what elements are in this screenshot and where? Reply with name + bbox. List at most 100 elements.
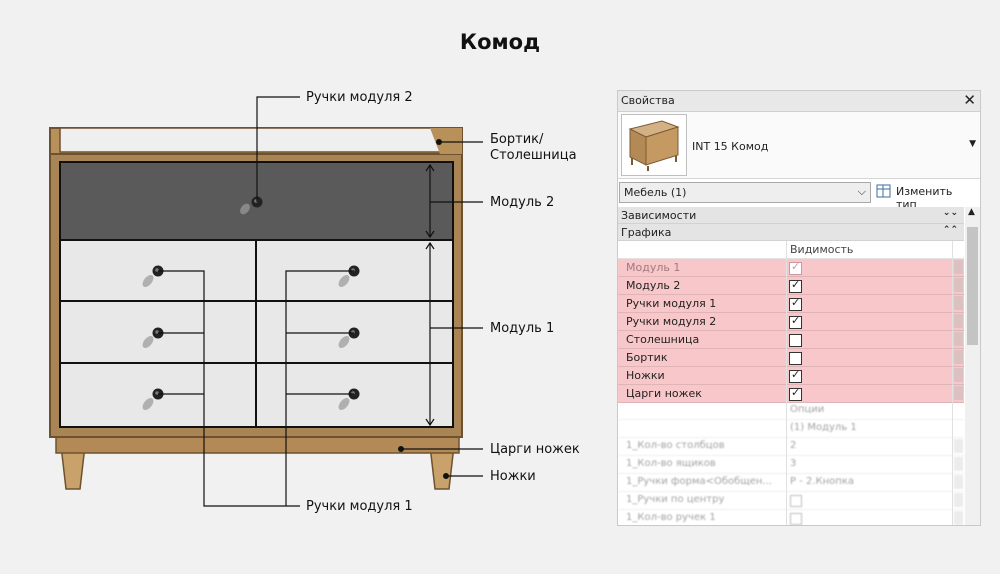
parameter-checkbox[interactable] — [790, 495, 802, 507]
chevron-down-icon: ⌵ — [857, 185, 866, 198]
check-icon: ✓ — [791, 314, 801, 327]
table-row: Ножки ✓ — [618, 367, 964, 385]
parameter-name: 1_Ручки по центру — [626, 494, 725, 505]
parameter-name: 1_Ручки форма<Обобщен... — [626, 476, 772, 487]
parameter-button[interactable] — [954, 439, 963, 453]
section-graphics[interactable]: Графика ⌃⌃ — [618, 224, 964, 241]
check-icon: ✓ — [791, 386, 801, 399]
parameter-value: 3 — [790, 458, 797, 469]
parameter-name: Модуль 2 — [626, 279, 681, 292]
table-row: 1_Кол-во ручек 1 — [618, 510, 964, 525]
parameter-button[interactable] — [954, 350, 963, 364]
scroll-up-icon[interactable]: ▲ — [968, 207, 975, 217]
column-header-label: Видимость — [790, 243, 854, 256]
column-header: Видимость — [618, 241, 964, 259]
drawer — [59, 239, 257, 302]
parameter-name: Бортик — [626, 351, 668, 364]
table-row: (1) Модуль 1 — [618, 420, 964, 438]
expand-icon[interactable]: ⌄⌄ — [942, 208, 958, 218]
label-dots — [398, 139, 449, 479]
table-row: Царги ножек ✓ — [618, 385, 964, 403]
scrollbar-thumb[interactable] — [967, 227, 978, 345]
visibility-checkbox[interactable]: ✓ — [789, 386, 802, 401]
parameter-value: Опции — [790, 404, 825, 415]
label-legs: Ножки — [490, 469, 536, 484]
label-handles-module-2: Ручки модуля 2 — [306, 90, 413, 105]
parameter-button[interactable] — [954, 511, 963, 525]
edit-type-icon — [876, 184, 891, 198]
parameter-button[interactable] — [954, 457, 963, 471]
collapse-icon[interactable]: ⌃⌃ — [942, 225, 958, 235]
parameter-name: Царги ножек — [626, 387, 702, 400]
visibility-checkbox[interactable]: ✓ — [789, 278, 802, 293]
parameter-value: Р - 2.Кнопка — [790, 476, 854, 487]
table-row: 1_Ручки по центру — [618, 492, 964, 510]
section-graphics-label: Графика — [621, 226, 672, 239]
parameter-button[interactable] — [954, 368, 963, 382]
leader-lines — [158, 96, 483, 507]
dropdown-arrow-icon[interactable]: ▼ — [969, 139, 976, 149]
visibility-checkbox[interactable] — [789, 352, 802, 365]
parameter-button[interactable] — [954, 296, 963, 310]
visibility-checkbox[interactable]: ✓ — [789, 314, 802, 329]
type-name: INT 15 Комод — [692, 140, 769, 153]
parameter-name: Ручки модуля 2 — [626, 315, 717, 328]
label-leg-rails: Царги ножек — [490, 442, 580, 457]
table-row: 1_Ручки форма<Обобщен... Р - 2.Кнопка — [618, 474, 964, 492]
label-rim-line2: Столешница — [490, 148, 577, 163]
parameter-value: (1) Модуль 1 — [790, 422, 857, 433]
check-icon: ✓ — [791, 278, 801, 291]
parameter-name: Ножки — [626, 369, 665, 382]
close-icon[interactable]: ✕ — [963, 91, 976, 109]
category-select[interactable]: Мебель (1) ⌵ — [619, 182, 871, 203]
scrollbar[interactable]: ▲ — [965, 207, 980, 525]
edit-type-button[interactable]: Изменить тип — [876, 182, 976, 211]
table-row: Опции — [618, 402, 964, 420]
panel-header: Свойства ✕ — [618, 91, 980, 112]
visibility-checkbox[interactable]: ✓ — [789, 296, 802, 311]
table-row: Модуль 2 ✓ — [618, 277, 964, 295]
page-title: Комод — [459, 30, 541, 54]
label-module-1: Модуль 1 — [490, 321, 555, 336]
parameter-name: 1_Кол-во столбцов — [626, 440, 725, 451]
visibility-checkbox[interactable]: ✓ — [789, 260, 802, 275]
parameter-name: 1_Кол-во ручек 1 — [626, 512, 716, 523]
visibility-checkbox[interactable]: ✓ — [789, 368, 802, 383]
table-row: 1_Кол-во столбцов 2 — [618, 438, 964, 456]
parameter-name: 1_Кол-во ящиков — [626, 458, 716, 469]
table-row: Модуль 1 ✓ — [618, 259, 964, 277]
visibility-checkbox[interactable] — [789, 334, 802, 347]
column-divider — [952, 241, 953, 525]
category-select-value: Мебель (1) — [624, 186, 687, 199]
label-rim-line1: Бортик/ — [490, 132, 544, 147]
column-divider — [786, 241, 787, 525]
table-row: Ручки модуля 2 ✓ — [618, 313, 964, 331]
parameter-button[interactable] — [954, 475, 963, 489]
parameter-name: Модуль 1 — [626, 261, 681, 274]
parameter-button[interactable] — [954, 332, 963, 346]
dresser-thumbnail-icon — [621, 114, 687, 176]
panel-title: Свойства — [621, 94, 675, 107]
parameter-button[interactable] — [954, 493, 963, 507]
parameter-checkbox[interactable] — [790, 513, 802, 525]
parameter-button[interactable] — [954, 260, 963, 274]
section-dependencies[interactable]: Зависимости ⌄⌄ — [618, 207, 964, 224]
parameter-name: Ручки модуля 1 — [626, 297, 717, 310]
table-row: Бортик — [618, 349, 964, 367]
section-dependencies-label: Зависимости — [621, 209, 697, 222]
parameter-button[interactable] — [954, 386, 963, 400]
dimension-arrows — [425, 163, 435, 427]
check-icon: ✓ — [791, 368, 801, 381]
label-module-2: Модуль 2 — [490, 195, 555, 210]
parameter-name: Столешница — [626, 333, 700, 346]
properties-panel: Свойства ✕ INT 15 Комод ▼ Мебель (1) ⌵ И… — [617, 90, 981, 526]
parameter-value: 2 — [790, 440, 797, 451]
type-selector[interactable]: INT 15 Комод ▼ — [618, 112, 980, 179]
check-icon: ✓ — [791, 260, 801, 273]
check-icon: ✓ — [791, 296, 801, 309]
label-handles-module-1: Ручки модуля 1 — [306, 499, 413, 514]
parameter-button[interactable] — [954, 314, 963, 328]
parameter-button[interactable] — [954, 278, 963, 292]
